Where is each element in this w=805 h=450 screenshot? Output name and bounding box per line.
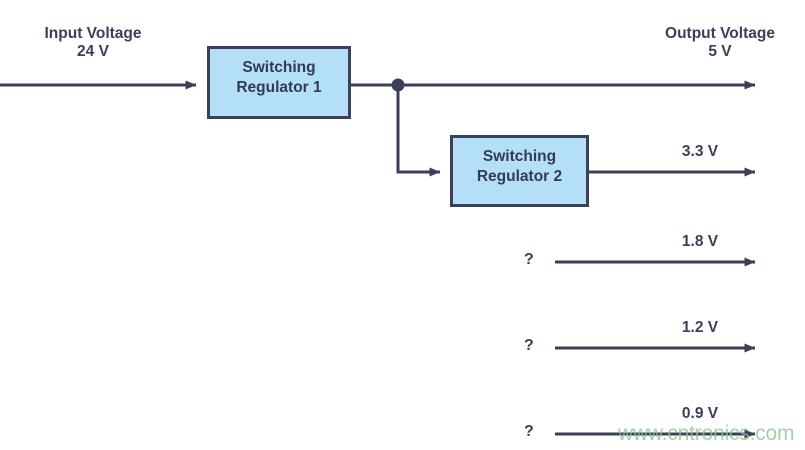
- block-2-line-1: Switching: [482, 148, 557, 165]
- block-switching-regulator-1: [207, 46, 351, 119]
- output-1v2-unknown-marker: ?: [524, 337, 534, 354]
- output-0v9-value: 0.9 V: [681, 405, 719, 422]
- block-1-line-2: Regulator 1: [236, 79, 322, 97]
- output-0v9-unknown-marker: ?: [524, 423, 534, 440]
- output-5v-value: 5 V: [708, 43, 732, 61]
- input-voltage-caption: Input Voltage: [44, 25, 142, 42]
- block-1-label: Switching Regulator 1: [208, 58, 350, 99]
- output-1v8-value: 1.8 V: [681, 233, 719, 250]
- block-switching-regulator-2: [450, 135, 589, 207]
- output-1v8-unknown-marker: ?: [524, 251, 534, 268]
- output-3v3-value: 3.3 V: [681, 143, 719, 160]
- output-5v-caption: Output Voltage: [665, 25, 775, 42]
- block-2-label: Switching Regulator 2: [451, 147, 588, 188]
- output-5v-label: Output Voltage 5 V: [645, 25, 795, 62]
- output-1v2-value: 1.2 V: [681, 319, 719, 336]
- input-voltage-value: 24 V: [77, 43, 109, 61]
- block-1-line-1: Switching: [242, 59, 316, 76]
- input-voltage-label: Input Voltage 24 V: [18, 25, 168, 62]
- block-2-line-2: Regulator 2: [476, 168, 563, 186]
- branch-to-regulator-2: [396, 85, 441, 177]
